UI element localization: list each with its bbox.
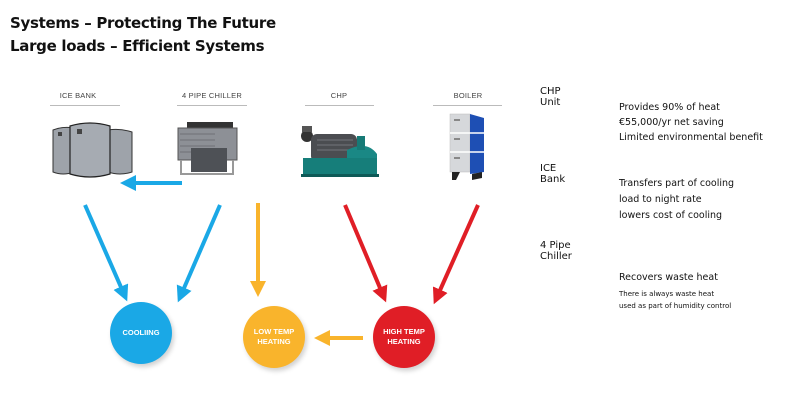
- note-line: Transfers part of cooling: [619, 178, 735, 189]
- cooling-circle: COOLIING: [110, 302, 172, 364]
- boiler-cabinet-icon: [449, 113, 484, 180]
- arrow-chp-to-hightemp: [343, 204, 388, 303]
- note-line: load to night rate: [619, 194, 702, 205]
- arrow-boiler-to-hightemp: [432, 204, 480, 305]
- note-line: Recovers waste heat: [619, 272, 718, 283]
- equipment-divider: [177, 105, 247, 106]
- chiller-unit-icon: [177, 122, 238, 175]
- note-line: Limited environmental benefit: [619, 132, 763, 143]
- equipment-label-chp: CHP: [330, 91, 348, 100]
- cooling-label: COOLIING: [122, 328, 160, 337]
- equipment-divider: [433, 105, 502, 106]
- ice-bank-tanks-icon: [52, 122, 133, 178]
- note-heading-chiller: 4 Pipe Chiller: [540, 240, 572, 262]
- note-heading-ice-bank: ICE Bank: [540, 163, 566, 185]
- note-small-line: There is always waste heat: [619, 290, 715, 298]
- equipment-divider: [305, 105, 374, 106]
- low-temp-label-1: LOW TEMP: [253, 327, 295, 336]
- chp-engine-icon: [301, 126, 379, 177]
- note-line: lowers cost of cooling: [619, 210, 723, 221]
- note-small-line: used as part of humidity control: [619, 302, 732, 310]
- equipment-divider: [50, 105, 120, 106]
- slide-title: Systems – Protecting The Future: [10, 14, 276, 32]
- low-temp-label-2: HEATING: [257, 337, 291, 346]
- equipment-label-chiller: 4 PIPE CHILLER: [182, 91, 242, 100]
- arrow-icebank-to-cooling: [83, 204, 129, 302]
- high-temp-label-1: HIGH TEMP: [383, 327, 425, 336]
- equipment-label-boiler: BOILER: [453, 91, 483, 100]
- high-temp-label-2: HEATING: [387, 337, 421, 346]
- note-line: €55,000/yr net saving: [619, 117, 724, 128]
- note-line: Provides 90% of heat: [619, 102, 720, 113]
- note-heading-chp: CHP Unit: [540, 86, 561, 108]
- slide-subtitle: Large loads – Efficient Systems: [10, 37, 265, 55]
- arrow-chiller-to-cooling: [176, 204, 222, 303]
- equipment-label-ice-bank: ICE BANK: [59, 91, 97, 100]
